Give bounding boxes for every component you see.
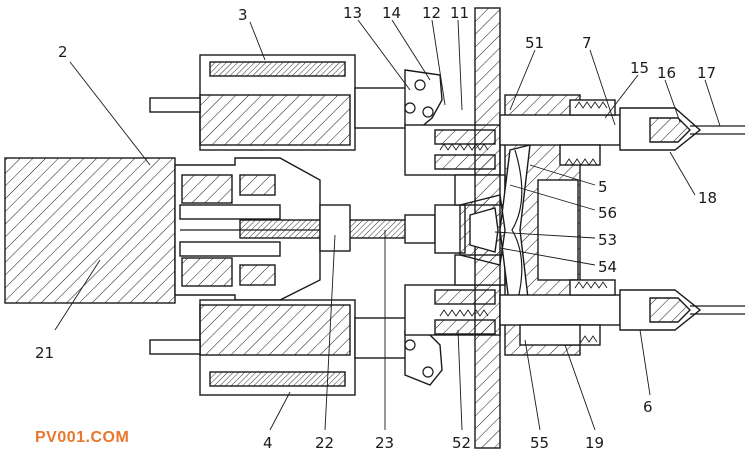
label-16: 16: [657, 64, 676, 82]
part-4-lower-housing: [149, 299, 411, 396]
label-12: 12: [422, 4, 441, 22]
part-21-block: [4, 157, 176, 304]
label-52: 52: [452, 434, 471, 452]
label-53: 53: [598, 231, 617, 249]
label-7: 7: [582, 34, 592, 52]
part-3-upper-housing: [149, 54, 411, 151]
watermark: PV001.COM: [35, 429, 129, 446]
label-17: 17: [697, 64, 716, 82]
label-23: 23: [375, 434, 394, 452]
label-13: 13: [343, 4, 362, 22]
upper-pipe-fitting: [499, 99, 745, 166]
label-18: 18: [698, 189, 717, 207]
label-5: 5: [598, 178, 608, 196]
label-51: 51: [525, 34, 544, 52]
label-15: 15: [630, 59, 649, 77]
label-19: 19: [585, 434, 604, 452]
label-2: 2: [58, 43, 68, 61]
label-54: 54: [598, 258, 617, 276]
label-14: 14: [382, 4, 401, 22]
part-53-cone: [459, 194, 506, 266]
label-56: 56: [598, 204, 617, 222]
label-4: 4: [263, 434, 273, 452]
label-21: 21: [35, 344, 54, 362]
leader-lines: [54, 19, 721, 431]
label-6: 6: [643, 398, 653, 416]
part-13-14-upper-linkage: [404, 69, 443, 129]
label-22: 22: [315, 434, 334, 452]
lower-pipe-fitting: [499, 279, 745, 346]
label-3: 3: [238, 6, 248, 24]
label-11: 11: [450, 4, 469, 22]
label-55: 55: [530, 434, 549, 452]
